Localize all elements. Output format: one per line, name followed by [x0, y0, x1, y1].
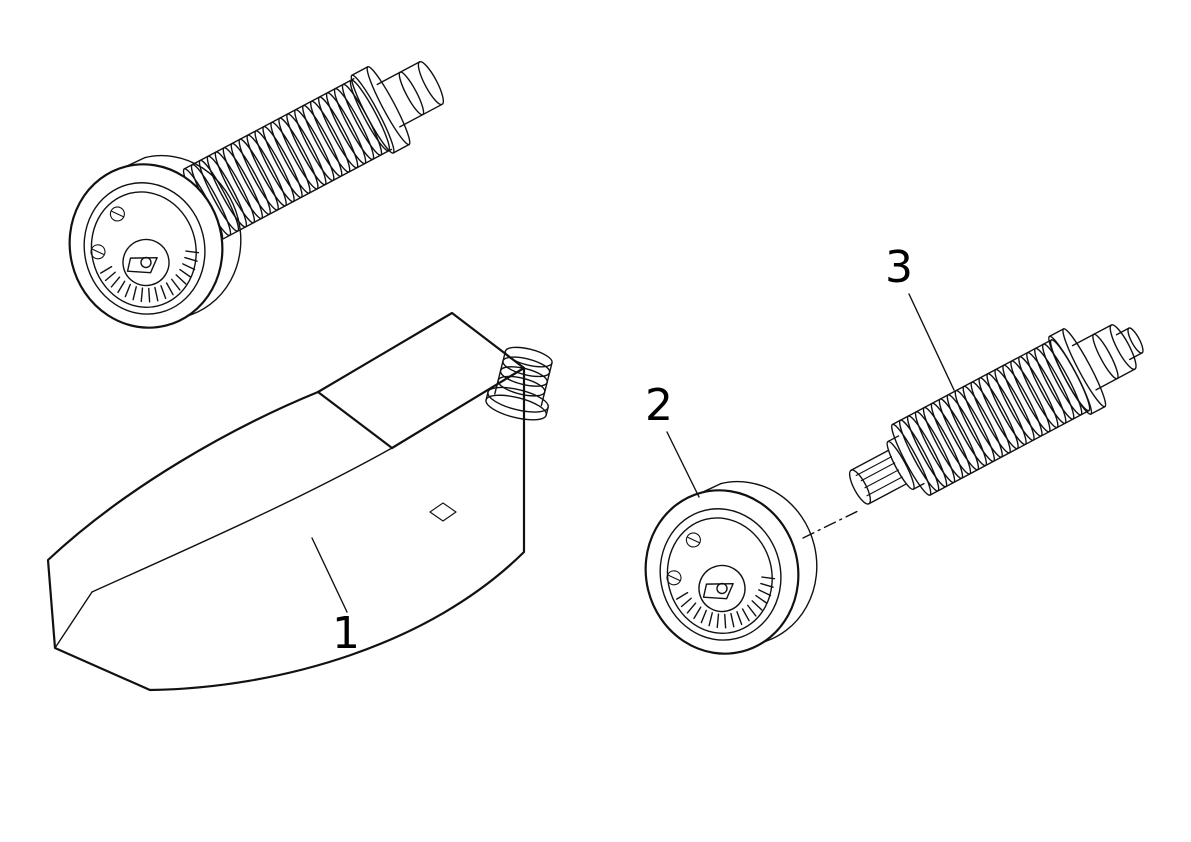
flange-tick-marks [100, 250, 200, 303]
part-label-2: 2 [645, 380, 673, 431]
spout-drawing [46, 311, 553, 692]
part-label-3: 3 [885, 242, 913, 293]
escutcheon-flange-drawing [644, 480, 818, 655]
leader-lines [311, 293, 955, 613]
flange-tick-marks [676, 576, 776, 629]
center-axis-line [802, 510, 859, 539]
flange-nipple-assembly-drawing [68, 61, 445, 329]
thread-rings [182, 79, 391, 241]
spout-inlet-thread-drawing [485, 346, 553, 421]
leader-line-part-2 [666, 431, 700, 498]
thread-rings [890, 339, 1091, 496]
leader-line-part-3 [908, 293, 955, 391]
leader-line-part-1 [311, 537, 348, 613]
threaded-nipple-drawing [848, 324, 1144, 505]
part-label-1: 1 [332, 608, 360, 659]
wall-flange-drawing [68, 154, 242, 329]
